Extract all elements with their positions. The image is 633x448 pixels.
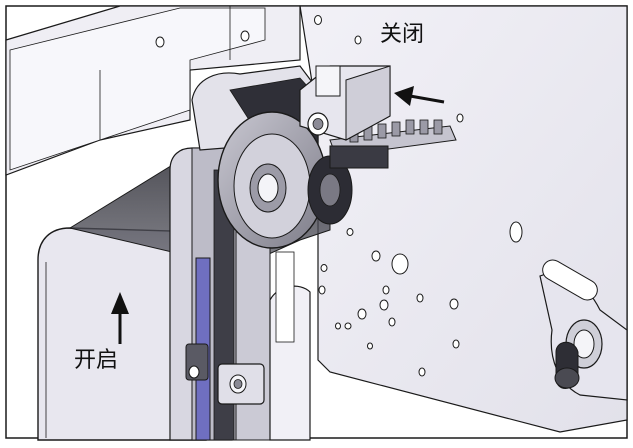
bottom-clamps [185, 343, 265, 405]
latch-block [299, 65, 391, 141]
main-roller [217, 111, 327, 249]
plate-holes [155, 15, 523, 377]
close-label: 关闭 [380, 22, 425, 47]
open-label: 开启 [74, 348, 119, 373]
right-mount-bracket [539, 259, 628, 401]
close-arrow-icon [394, 86, 445, 106]
open-arrow-icon [111, 292, 129, 344]
gear-wheel [307, 155, 353, 225]
top-frame-inner [9, 7, 266, 171]
